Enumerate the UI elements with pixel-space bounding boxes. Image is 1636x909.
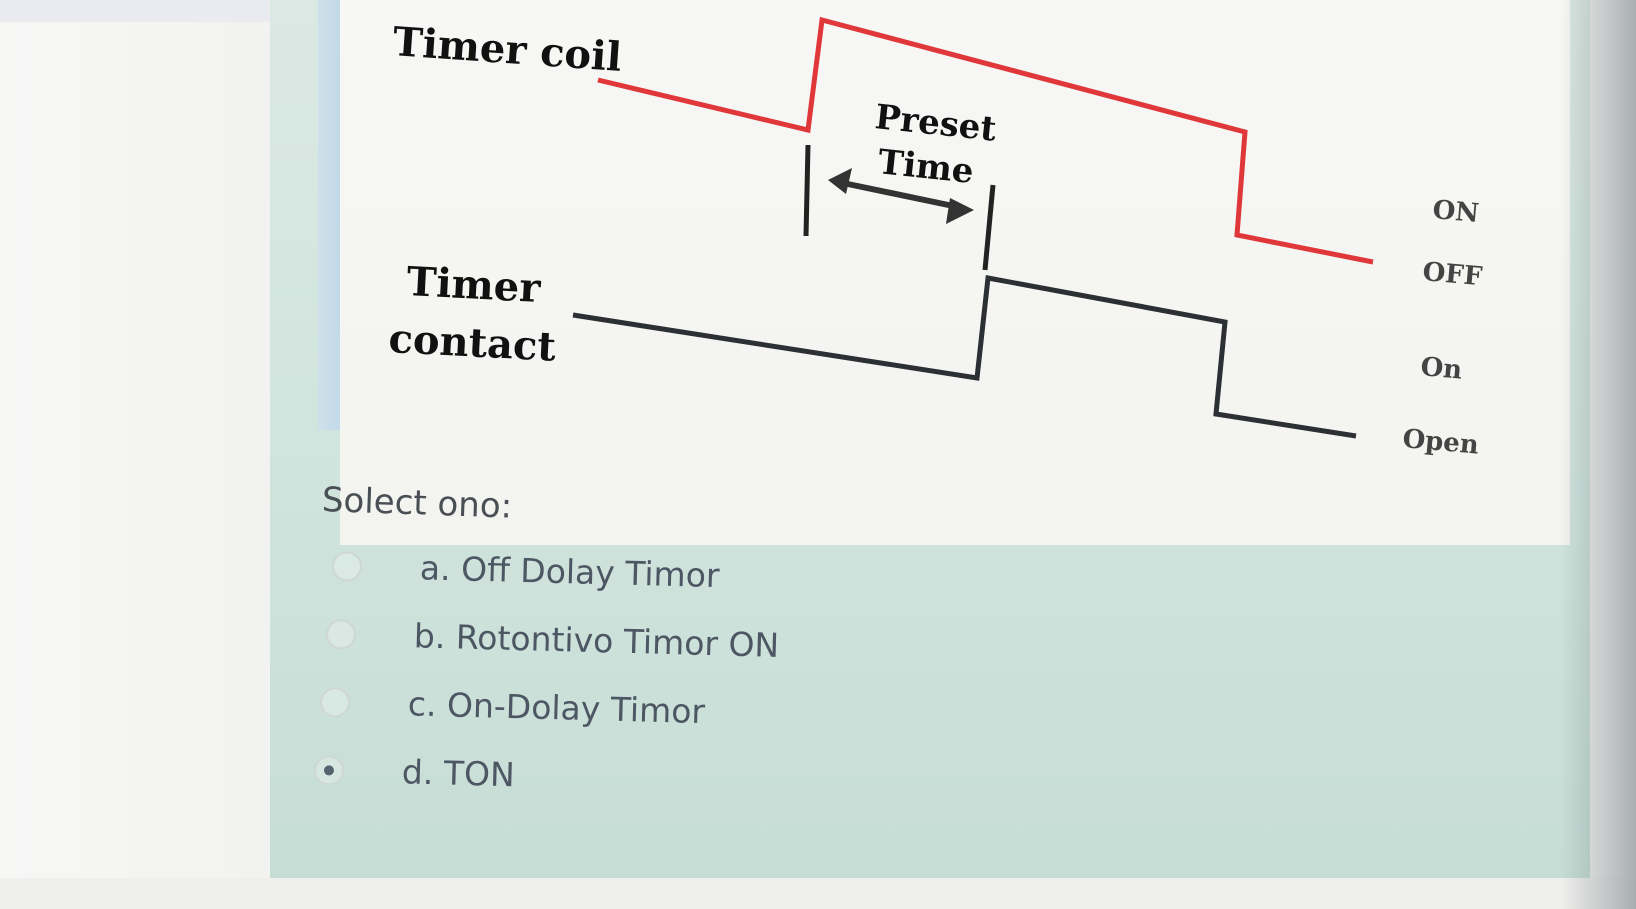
contact-label-line1: Timer <box>405 258 542 312</box>
radio-button-b[interactable] <box>325 618 357 650</box>
contact-signal-line <box>572 275 1357 439</box>
coil-signal-line <box>597 16 1374 265</box>
screen-edge-shadow <box>1560 0 1636 909</box>
page-bottom-edge <box>0 878 1636 909</box>
timing-diagram: Timer coil Preset Time Timer contact ON … <box>387 16 1484 461</box>
left-nav-strip <box>0 0 275 22</box>
preset-label-line2: Time <box>876 142 975 192</box>
preset-time-arrow <box>828 168 974 224</box>
radio-button-d[interactable] <box>313 754 345 786</box>
contact-state-open-label: Open <box>1401 424 1480 461</box>
answer-option-d[interactable]: d. TON <box>313 750 515 794</box>
contact-label-line2: contact <box>387 315 557 371</box>
answer-option-d-label[interactable]: d. TON <box>401 752 516 795</box>
preset-label-line1: Preset <box>873 97 998 150</box>
contact-state-on-label: On <box>1419 352 1463 386</box>
page-left-margin <box>0 0 320 909</box>
answer-option-a-label[interactable]: a. Off Dolay Timor <box>419 548 721 596</box>
coil-label: Timer coil <box>391 18 623 81</box>
preset-end-marker <box>982 184 996 271</box>
select-one-prompt: Solect ono: <box>321 480 513 527</box>
radio-button-c[interactable] <box>319 686 351 718</box>
coil-state-on-label: ON <box>1431 195 1480 229</box>
radio-button-a[interactable] <box>331 550 363 582</box>
timing-diagram-card: Timer coil Preset Time Timer contact ON … <box>340 0 1570 545</box>
answer-option-c-label[interactable]: c. On-Dolay Timor <box>407 684 706 732</box>
coil-state-off-label: OFF <box>1421 257 1483 292</box>
preset-start-marker <box>803 144 811 237</box>
